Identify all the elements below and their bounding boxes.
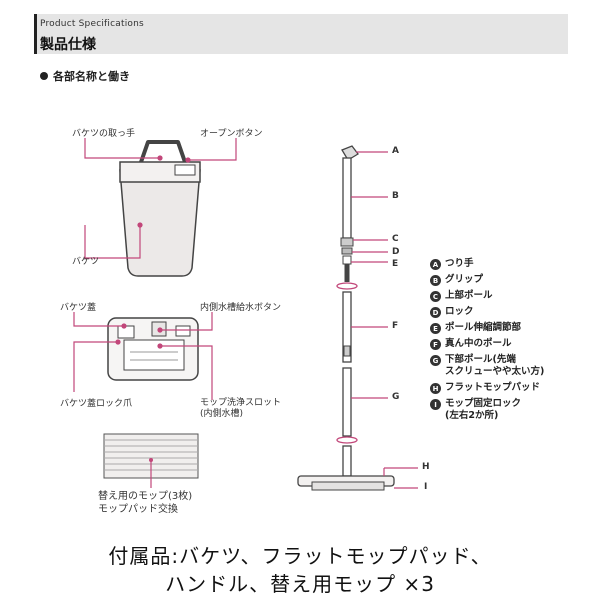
legend-text: ロック [445, 306, 474, 317]
mop-letter-f: F [392, 321, 399, 331]
legend-text: フラットモップパッド [445, 382, 541, 393]
bullet-icon [40, 72, 48, 80]
legend-badge: G [430, 355, 441, 366]
parts-legend: A つり手 B グリップ C 上部ポール D ロック E ポール伸縮調節部 F 真ん中のポー… [430, 258, 544, 426]
bucket-label: バケツ [72, 257, 100, 267]
legend-badge: F [430, 339, 441, 350]
legend-badge: I [430, 399, 441, 410]
legend-badge: E [430, 323, 441, 334]
legend-item: D ロック [430, 306, 544, 318]
legend-text: グリップ [445, 274, 484, 285]
section-title: 各部名称と働き [53, 70, 130, 83]
bucket-handle-label: バケツの取っ手 [72, 129, 136, 139]
legend-badge: D [430, 307, 441, 318]
legend-text: 真ん中のポール [445, 338, 512, 349]
legend-text: 下部ポール(先端 スクリューやや太い方) [445, 354, 545, 377]
mop-letter-d: D [392, 247, 400, 257]
legend-text: モップ固定ロック (左右2か所) [445, 398, 522, 421]
legend-item: B グリップ [430, 274, 544, 286]
legend-badge: B [430, 275, 441, 286]
section-heading: 各部名称と働き [40, 68, 130, 84]
legend-item: A つり手 [430, 258, 544, 270]
legend-item: C 上部ポール [430, 290, 544, 302]
legend-badge: A [430, 259, 441, 270]
spec-header: Product Specifications 製品仕様 [34, 14, 568, 54]
mop-letter-b: B [392, 191, 399, 201]
mop-drawing [297, 145, 395, 491]
mop-letter-g: G [392, 392, 400, 402]
legend-text: 上部ポール [445, 290, 493, 301]
mop-letter-i: I [424, 482, 428, 492]
legend-item: I モップ固定ロック (左右2か所) [430, 398, 544, 422]
water-button-label: 内側水槽給水ボタン [200, 303, 282, 313]
legend-text: つり手 [445, 258, 474, 269]
replacement-pad-label: 替え用のモップ(3枚) モップパッド交換 [98, 491, 193, 515]
header-marker [34, 14, 37, 54]
mop-letter-h: H [422, 462, 430, 472]
accessories-caption-line1: 付属品:バケツ、フラットモップパッド、 [108, 544, 492, 568]
mop-letter-c: C [392, 234, 399, 244]
wash-slot-label: モップ洗浄スロット (内側水槽) [200, 398, 282, 419]
lid-lock-label: バケツ蓋ロック爪 [60, 399, 133, 409]
lid-drawing [107, 317, 199, 381]
accessories-caption-line2: ハンドル、替え用モップ ×3 [165, 572, 435, 596]
legend-item: H フラットモップパッド [430, 382, 544, 394]
header-subtitle: Product Specifications [40, 19, 144, 29]
open-button-label: オープンボタン [200, 129, 263, 139]
pad-drawing [103, 433, 199, 488]
legend-text: ポール伸縮調節部 [445, 322, 522, 333]
mop-letter-e: E [392, 259, 399, 269]
legend-badge: C [430, 291, 441, 302]
header-title: 製品仕様 [40, 37, 96, 53]
legend-item: E ポール伸縮調節部 [430, 322, 544, 334]
legend-badge: H [430, 383, 441, 394]
lid-leaders [73, 312, 213, 400]
mop-leaders [351, 151, 418, 489]
mop-letter-a: A [392, 146, 399, 156]
legend-item: G 下部ポール(先端 スクリューやや太い方) [430, 354, 544, 378]
bucket-leaders [84, 138, 237, 259]
legend-item: F 真ん中のポール [430, 338, 544, 350]
lid-label: バケツ蓋 [60, 303, 97, 313]
